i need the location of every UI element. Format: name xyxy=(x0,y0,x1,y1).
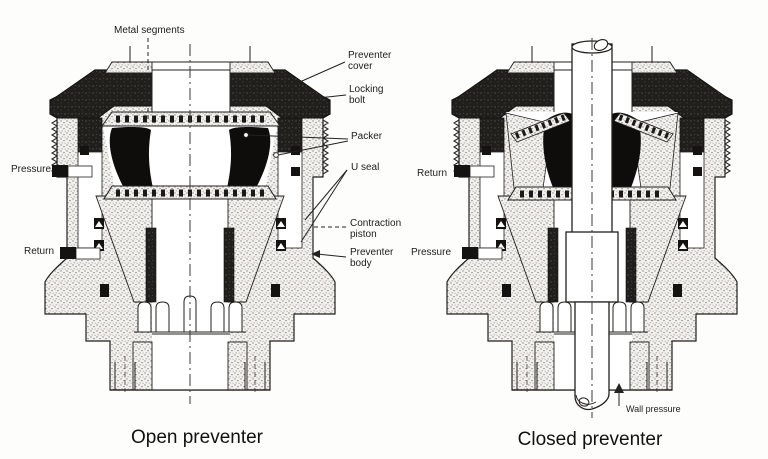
port-label-open-pressure: Pressure xyxy=(11,164,52,175)
u-seal-leader-2 xyxy=(300,169,348,243)
leader-lines xyxy=(147,38,624,406)
u-seal-leader-1 xyxy=(304,169,348,221)
preventer-body-arrowhead xyxy=(311,250,320,258)
preventer-body-leader xyxy=(316,253,347,258)
port-label-closed-pressure: Pressure xyxy=(411,247,452,258)
packer-leader-2 xyxy=(277,140,349,156)
caption-open-preventer: Open preventer xyxy=(130,427,264,448)
callout-preventer-cover: Preventer cover xyxy=(348,50,392,72)
wall-pressure-arrowhead xyxy=(614,383,624,393)
port-label-open-return: Return xyxy=(24,246,55,257)
locking-bolt-leader xyxy=(317,94,347,99)
callout-preventer-body: Preventer body xyxy=(350,247,394,269)
callout-locking-bolt: Locking bolt xyxy=(349,84,384,106)
open-preventer-drawing xyxy=(44,44,336,404)
port-label-closed-return: Return xyxy=(417,168,448,179)
callout-packer: Packer xyxy=(351,131,383,142)
callout-contraction-piston: Contraction piston xyxy=(350,218,402,240)
packer-leader-1 xyxy=(247,134,349,140)
callout-metal-segments: Metal segments xyxy=(114,25,185,36)
closed-preventer-drawing xyxy=(446,38,738,418)
closed-packer xyxy=(505,112,679,201)
callout-u-seal: U seal xyxy=(351,162,380,173)
preventer-cover-leader xyxy=(283,61,346,90)
caption-closed-preventer: Closed preventer xyxy=(517,429,663,450)
callout-wall-pressure: Wall pressure xyxy=(626,404,681,414)
